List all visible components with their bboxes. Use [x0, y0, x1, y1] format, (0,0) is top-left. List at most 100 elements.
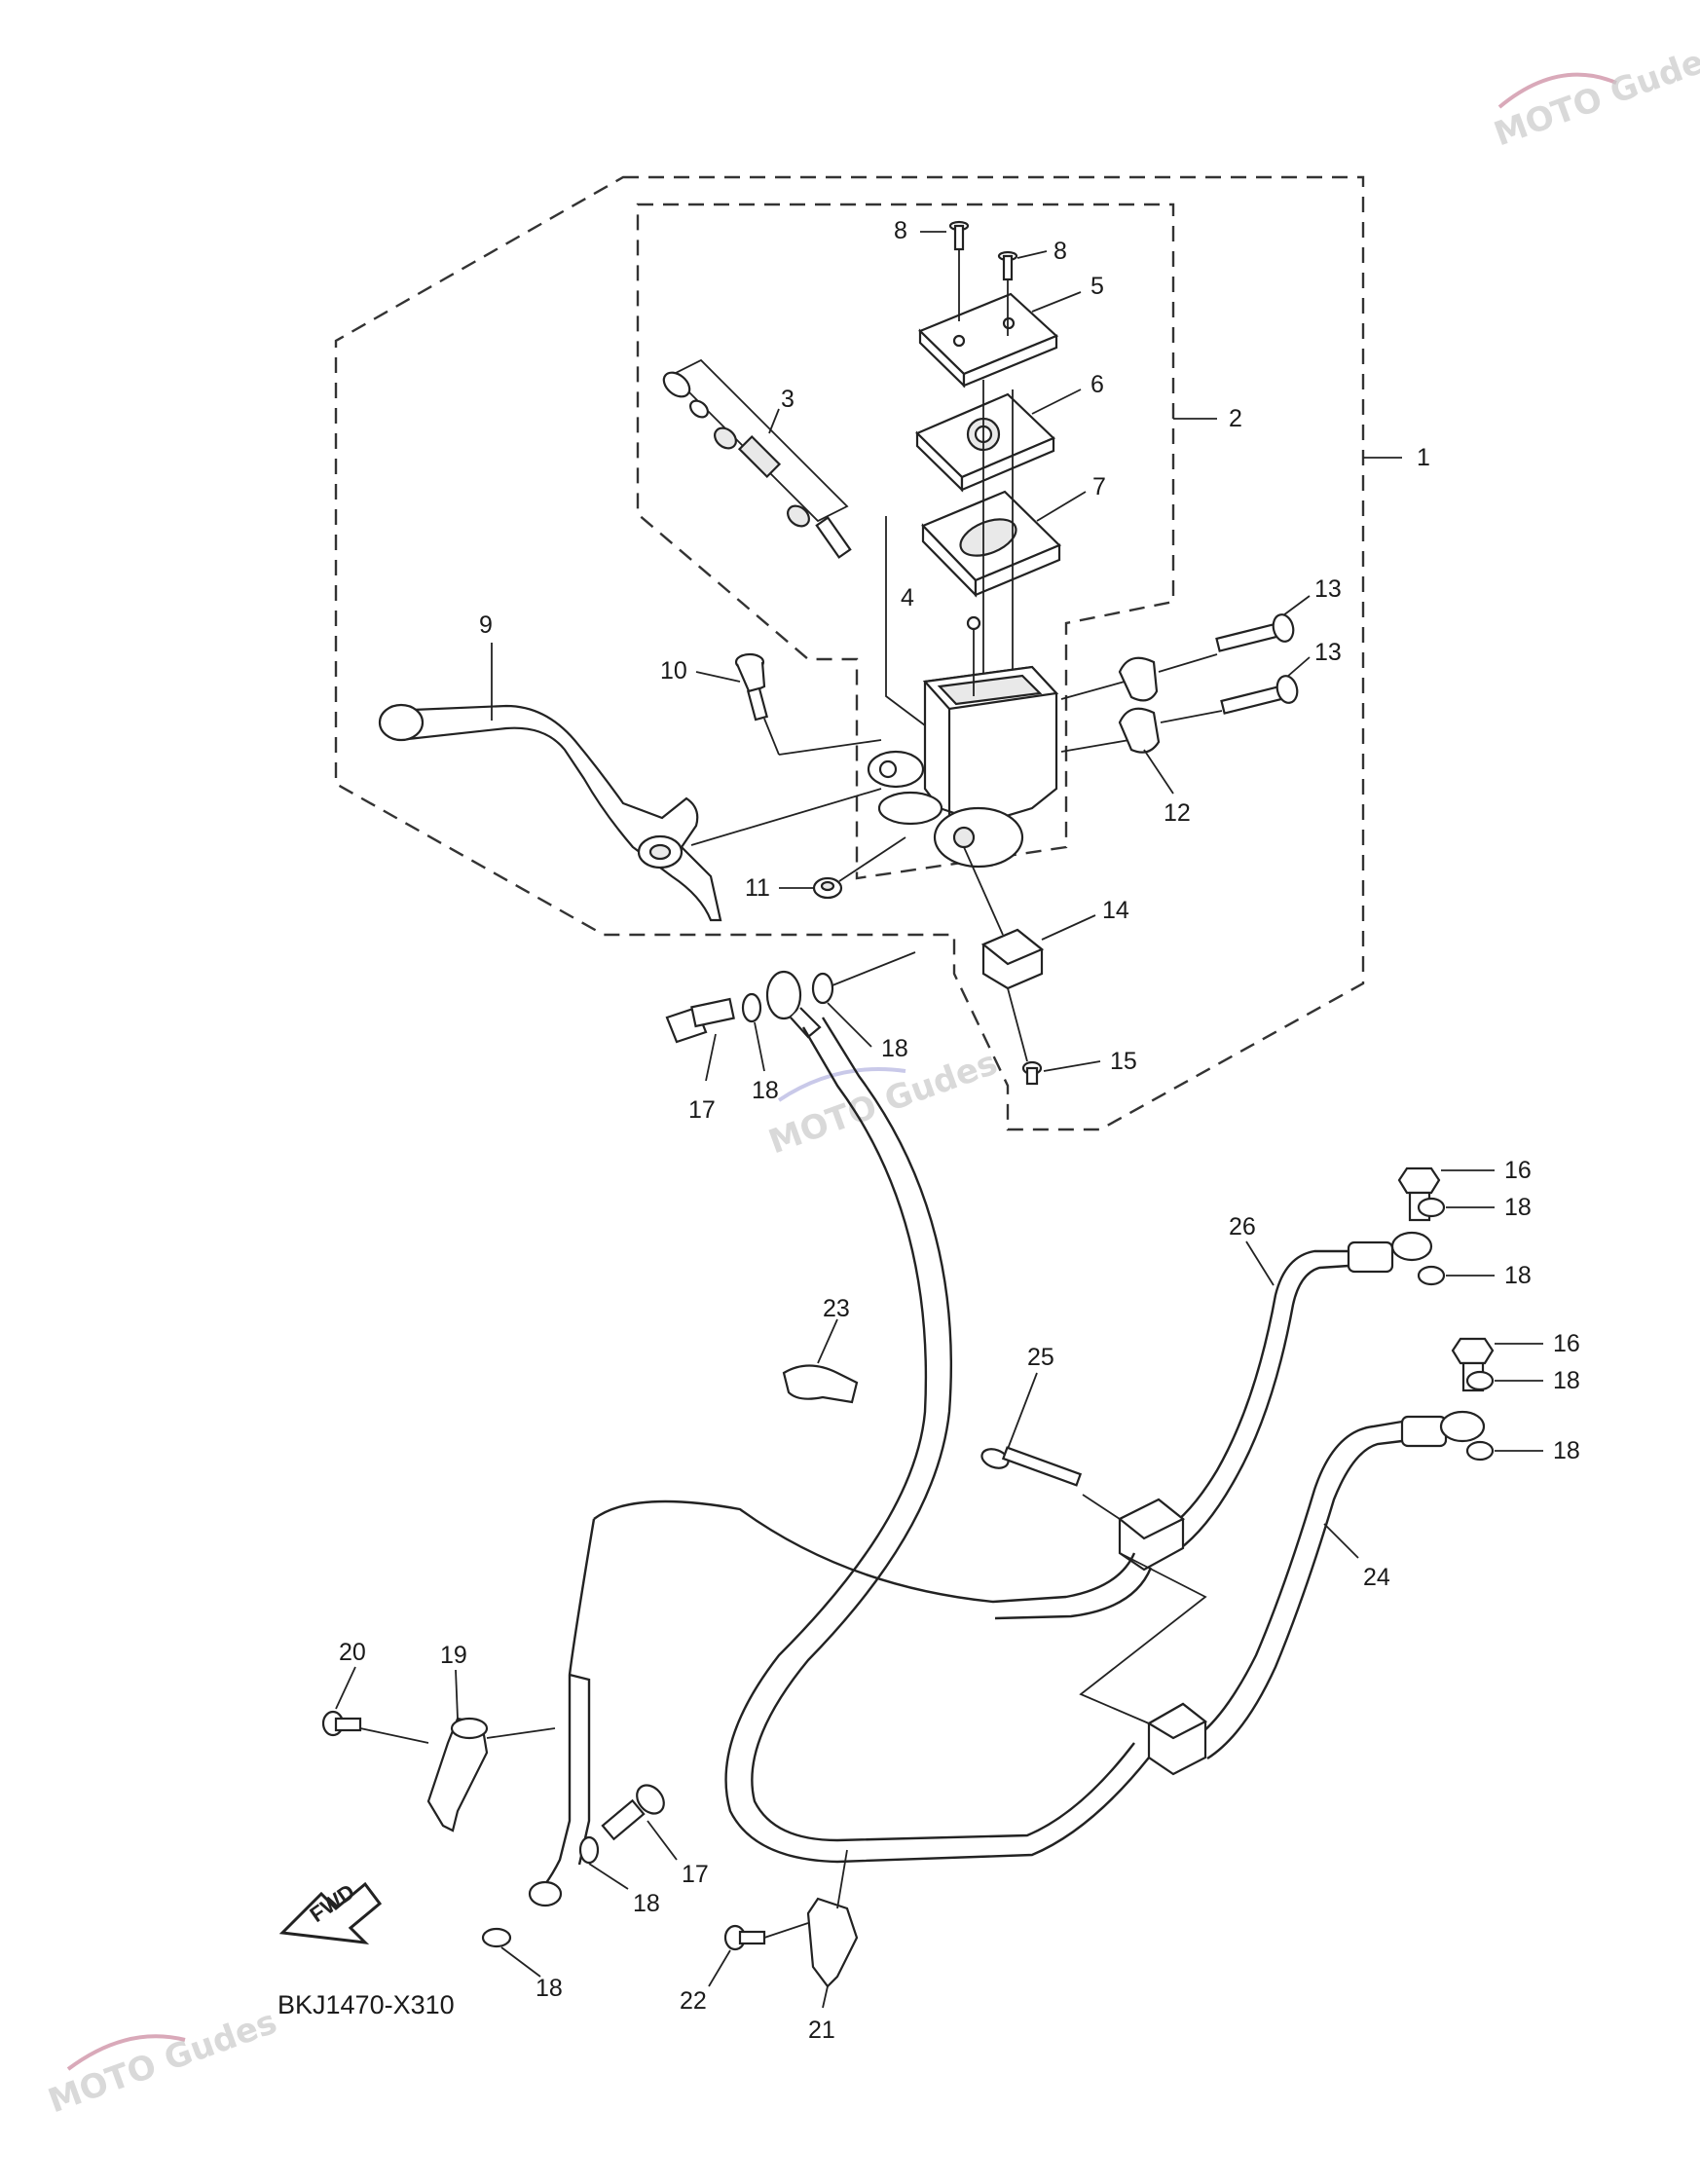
- watermark-bottom-left: MOTO Gudes: [43, 2003, 281, 2122]
- brake-switch-14: [980, 928, 1045, 990]
- piston-kit-3: [662, 358, 852, 559]
- washer-18: [578, 1835, 600, 1865]
- brake-hose-crossover-inner: [994, 1567, 1153, 1620]
- holder-12: [1118, 656, 1161, 754]
- brake-hose-left-inner: [569, 1673, 591, 1866]
- washer-18: [741, 992, 762, 1023]
- washer-18: [481, 1927, 512, 1948]
- screw-15: [1021, 1060, 1043, 1086]
- joint-block-upper: [1117, 1498, 1186, 1572]
- brake-hose-main-inner: [751, 1017, 1135, 1842]
- hose-fitting-upper: [765, 970, 822, 1039]
- callout-12: 12: [1164, 799, 1191, 827]
- leader-line: [486, 1727, 556, 1739]
- leader-line: [1060, 739, 1130, 753]
- leader-line: [832, 951, 916, 986]
- screw-8-left: [948, 220, 970, 251]
- bracket-19: [426, 1717, 489, 1832]
- callout-11: 11: [745, 874, 770, 902]
- callout-10: 10: [660, 657, 687, 685]
- callout-5: 5: [1090, 273, 1104, 300]
- brake-hose-24-inner: [1206, 1439, 1403, 1760]
- banjo-fitting-26: [1347, 1231, 1433, 1274]
- diagram-code: BKJ1470-X310: [277, 1990, 455, 2019]
- bolt-20: [321, 1710, 362, 1737]
- brake-hose-26-inner: [1177, 1264, 1349, 1551]
- leader-line: [690, 788, 882, 846]
- screw-8-right: [997, 250, 1018, 281]
- washer-18: [1417, 1265, 1446, 1286]
- callout-16b: 16: [1553, 1330, 1580, 1357]
- leader-line: [359, 1727, 429, 1744]
- callout-13b: 13: [1314, 639, 1342, 666]
- fwd-arrow: FWD: [278, 1879, 383, 1944]
- brake-hose-24: [1187, 1420, 1403, 1745]
- callout-9: 9: [479, 611, 493, 639]
- callout-18b: 18: [881, 1035, 908, 1062]
- callout-25: 25: [1027, 1344, 1054, 1371]
- bolt-13-upper: [1215, 613, 1295, 652]
- callout-17b: 17: [682, 1861, 709, 1888]
- union-bolt-17-upper: [665, 997, 735, 1044]
- brake-lever-9: [378, 703, 722, 922]
- leader-line: [1007, 987, 1028, 1062]
- leader-line: [1079, 1552, 1207, 1724]
- bolt-25: [980, 1446, 1083, 1487]
- bracket-21: [806, 1849, 859, 1988]
- callout-22: 22: [680, 1987, 707, 2015]
- brake-hose-26: [1158, 1249, 1349, 1536]
- leader-line: [763, 718, 780, 756]
- callout-13a: 13: [1314, 575, 1342, 603]
- callout-21: 21: [808, 2017, 835, 2044]
- callout-18f: 18: [1553, 1437, 1580, 1464]
- washer-18: [811, 972, 834, 1005]
- banjo-fitting-24: [1400, 1410, 1486, 1448]
- clamp-23: [782, 1364, 859, 1404]
- leader-line: [763, 1922, 809, 1939]
- pin-4: [966, 615, 981, 696]
- diaphragm-7: [921, 490, 1061, 598]
- master-cylinder-body: [867, 665, 1059, 869]
- joint-block-lower: [1146, 1702, 1208, 1776]
- leader-line: [838, 836, 906, 882]
- callout-19: 19: [440, 1642, 467, 1669]
- leader-line: [963, 846, 1004, 936]
- watermark-top-right: MOTO Gudes: [1489, 36, 1700, 155]
- brake-hose-main: [724, 1026, 1150, 1864]
- callout-18e: 18: [1553, 1367, 1580, 1394]
- callout-17a: 17: [688, 1096, 716, 1124]
- callout-8b: 8: [1053, 238, 1067, 265]
- leader-line: [1082, 1494, 1121, 1520]
- callout-26: 26: [1229, 1213, 1256, 1240]
- pivot-bolt-10: [734, 652, 769, 722]
- callout-23: 23: [823, 1295, 850, 1322]
- callout-24: 24: [1363, 1564, 1390, 1591]
- bolt-22: [723, 1924, 766, 1951]
- callout-14: 14: [1102, 897, 1129, 924]
- callout-18g: 18: [633, 1890, 660, 1917]
- callout-18h: 18: [536, 1975, 563, 2002]
- callout-4: 4: [901, 584, 914, 611]
- callout-18a: 18: [752, 1077, 779, 1104]
- callout-labels: 1 2 3 4 5 6 7 8 8 9 10 11 12 13 13 14 15…: [335, 217, 1580, 2044]
- callout-6: 6: [1090, 371, 1104, 398]
- nut-11: [812, 876, 843, 900]
- callout-1: 1: [1417, 444, 1430, 471]
- brake-hose-crossover: [593, 1499, 1136, 1604]
- leader-line: [1158, 653, 1218, 673]
- callout-15: 15: [1110, 1048, 1137, 1075]
- callout-18d: 18: [1504, 1262, 1532, 1289]
- hose-fitting-lower: [528, 1880, 563, 1907]
- washer-18: [1417, 1197, 1446, 1218]
- callout-2: 2: [1229, 405, 1242, 432]
- callout-16a: 16: [1504, 1157, 1532, 1184]
- callout-7: 7: [1092, 473, 1106, 500]
- callout-8a: 8: [894, 217, 907, 244]
- union-bolt-17-lower: [601, 1784, 665, 1841]
- leader-line: [885, 516, 926, 726]
- reservoir-cap-5: [918, 292, 1059, 389]
- bolt-13-lower: [1220, 675, 1299, 715]
- leader-line: [1060, 681, 1126, 700]
